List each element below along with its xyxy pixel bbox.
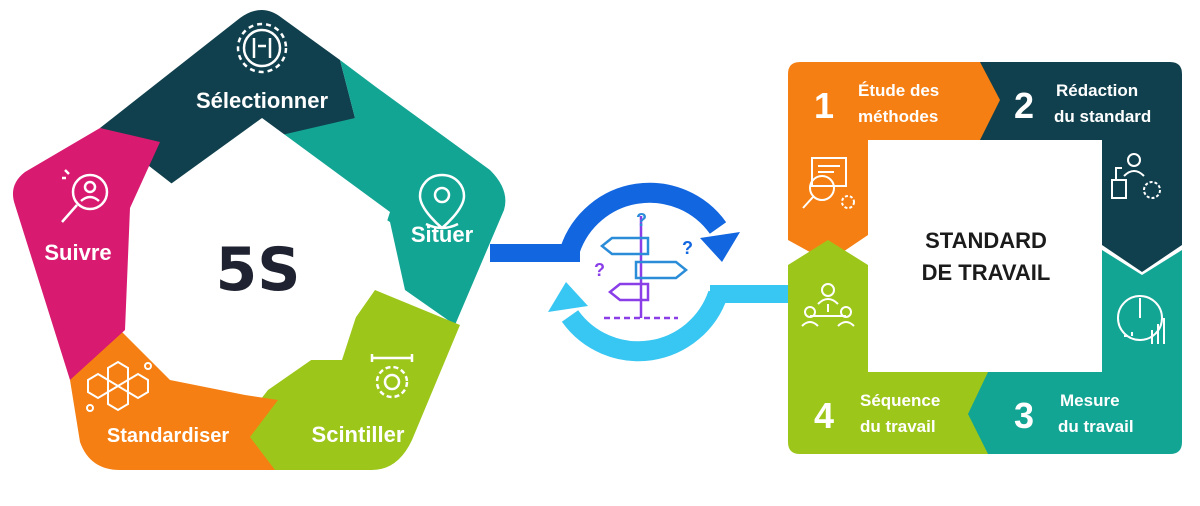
center-label: 5S — [216, 235, 301, 305]
magnifier-user-icon — [61, 169, 109, 223]
question-mark-2: ? — [682, 238, 693, 258]
cycle-arrow-bottom — [561, 290, 728, 362]
gauge-chart-icon — [1117, 295, 1165, 344]
team-network-icon — [801, 283, 855, 327]
gear-tools-icon — [236, 22, 288, 74]
label-standardiser: Standardiser — [107, 425, 229, 447]
center-pentagon — [132, 118, 390, 360]
question-mark-3: ? — [594, 260, 605, 280]
segment-scintiller — [235, 290, 460, 470]
segment-situer — [260, 60, 506, 325]
step-1-block — [788, 62, 1010, 262]
cycle-arrow-top-head — [700, 232, 740, 262]
connector-bar-top — [490, 244, 580, 262]
standard-title-line1: STANDARD — [925, 228, 1047, 253]
person-process-icon — [1111, 153, 1161, 199]
connector-bar-bottom — [710, 285, 788, 303]
cycle-arrow-bottom-head — [548, 282, 588, 312]
step-3-number: 3 — [1014, 395, 1034, 436]
location-pin-icon — [418, 173, 466, 230]
step-1-line1: Étude des — [858, 81, 939, 100]
connector: ? ? ? — [490, 182, 788, 362]
work-standard: STANDARD DE TRAVAIL 1 Étude des méthodes… — [788, 62, 1182, 454]
step-2-number: 2 — [1014, 85, 1034, 126]
five-s-cycle: 5S Sélectionner Situer Scintiller Standa… — [12, 10, 506, 470]
standard-center — [868, 140, 1102, 372]
gear-wrench-icon — [370, 354, 414, 399]
question-mark-1: ? — [636, 210, 647, 230]
molecule-network-icon — [86, 360, 152, 412]
segment-standardiser — [70, 325, 278, 470]
step-2-block — [980, 62, 1182, 272]
step-4-line1: Séquence — [860, 391, 940, 410]
label-scintiller: Scintiller — [312, 422, 405, 447]
step-4-line2: du travail — [860, 417, 936, 436]
signpost-question-icon: ? ? ? — [594, 210, 693, 320]
step-4-number: 4 — [814, 395, 834, 436]
step-2-line2: du standard — [1054, 107, 1151, 126]
label-suivre: Suivre — [44, 240, 111, 265]
cycle-arrow-top — [560, 182, 727, 254]
document-magnifier-icon — [802, 157, 855, 209]
label-selectionner: Sélectionner — [196, 88, 328, 113]
step-2-line1: Rédaction — [1056, 81, 1138, 100]
segment-suivre — [12, 128, 161, 380]
label-situer: Situer — [411, 222, 474, 247]
standard-title-line2: DE TRAVAIL — [922, 260, 1051, 285]
step-4-block — [788, 240, 988, 454]
step-3-line1: Mesure — [1060, 391, 1120, 410]
step-1-number: 1 — [814, 85, 834, 126]
step-3-line2: du travail — [1058, 417, 1134, 436]
step-1-line2: méthodes — [858, 107, 938, 126]
